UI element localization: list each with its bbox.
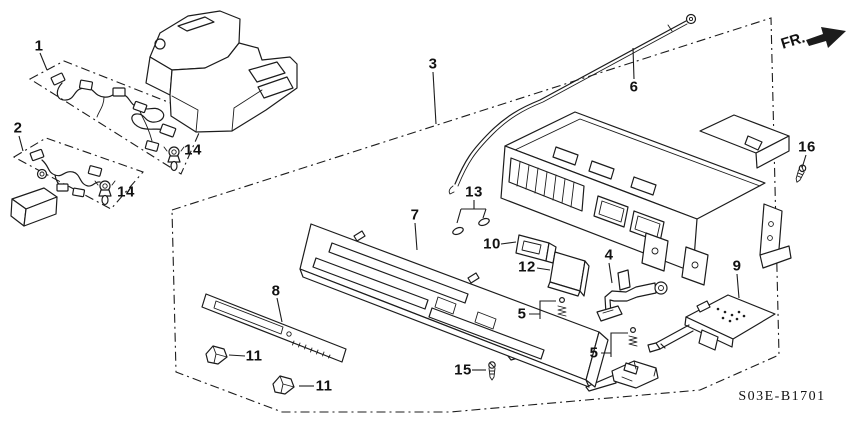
blank-panel-part12-art [547, 251, 590, 297]
group-boundary-part-2 [12, 137, 144, 210]
group-boundary-main [171, 17, 780, 413]
console-reference-art [145, 10, 298, 133]
callout-3: 3 [428, 55, 438, 73]
callout-11a: 11 [245, 347, 263, 365]
callout-13: 13 [465, 183, 483, 201]
callout-6: 6 [629, 78, 639, 96]
callout-4: 4 [604, 246, 614, 264]
callout-10: 10 [483, 235, 501, 253]
knob-11a-art [205, 345, 228, 365]
callout-5b: 5 [589, 344, 599, 362]
callout-5a: 5 [517, 305, 527, 323]
knob-11b-art [272, 375, 295, 395]
callout-1: 1 [34, 37, 44, 55]
heater-control-unit-part3-art [500, 111, 792, 286]
bulbs-part13-art [452, 217, 490, 236]
pocket-box-art [10, 187, 58, 227]
lever-part4-art [596, 269, 668, 322]
wire-harness-part2-art [29, 148, 103, 198]
control-cable-part6-art [448, 13, 697, 195]
callout-2: 2 [13, 119, 23, 137]
callout-12: 12 [518, 258, 536, 276]
callout-8: 8 [271, 282, 281, 300]
callout-7: 7 [410, 206, 420, 224]
bulb-socket-14b-art [94, 180, 116, 206]
callout-14b: 14 [117, 183, 135, 201]
detent-assembly-5b-art [585, 327, 659, 392]
callout-16: 16 [798, 138, 816, 156]
wire-harness-part1-art [50, 72, 177, 152]
diagram-code: S03E-B1701 [738, 389, 826, 404]
callout-15: 15 [454, 361, 472, 379]
callout-leader-lines [18, 47, 807, 387]
screw-part16-art [795, 164, 807, 183]
callout-11b: 11 [315, 377, 333, 395]
callout-9: 9 [732, 257, 742, 275]
face-panel-part7-art [299, 223, 609, 388]
slide-plate-part9-art [647, 294, 776, 353]
bulb-socket-14a-art [163, 146, 185, 172]
screw-part15-art [488, 361, 496, 381]
fr-direction-arrow [806, 27, 846, 48]
callout-14a: 14 [184, 141, 202, 159]
indicator-strip-part8-art [201, 293, 347, 363]
